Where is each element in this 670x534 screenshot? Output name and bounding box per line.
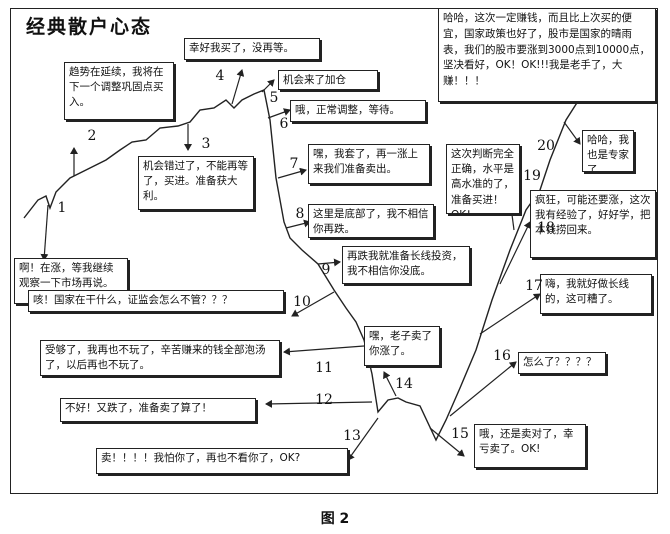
stage-number-11: 11: [315, 360, 333, 376]
thought-box-10: 咳！国家在干什么，证监会怎么不管？？？: [28, 290, 284, 312]
thought-box-2: 趋势在延续，我将在下一个调整巩固点买入。: [64, 62, 174, 120]
stage-number-4: 4: [215, 68, 225, 84]
arrow-9: [317, 258, 341, 267]
stage-number-9: 9: [321, 262, 331, 278]
stage-number-7: 7: [289, 156, 299, 172]
thought-box-12: 不好！又跌了，准备卖了算了！: [60, 398, 256, 422]
arrow-11: [283, 345, 365, 356]
thought-box-3: 机会错过了，不能再等了，买进。准备获大利。: [138, 156, 254, 210]
arrow-6: [267, 108, 291, 119]
thought-box-13: 卖！！！！我怕你了，再也不看你了，OK?: [96, 448, 348, 474]
arrow-7: [277, 167, 307, 179]
stage-number-6: 6: [279, 116, 289, 132]
stage-number-10: 10: [293, 294, 311, 310]
arrow-5: [261, 79, 275, 93]
thought-box-18: 疯狂，可能还要涨，这次我有经验了，好好学，把本钱捞回来。: [530, 190, 656, 258]
stage-number-5: 5: [269, 90, 279, 106]
arrow-17: [479, 293, 541, 335]
stage-number-14: 14: [395, 376, 413, 392]
thought-box-4: 幸好我买了，没再等。: [184, 38, 320, 60]
thought-box-15: 哦，还是卖对了，幸亏卖了。OK!: [474, 424, 586, 468]
stage-number-20: 20: [537, 138, 555, 154]
stage-number-16: 16: [493, 348, 511, 364]
arrow-10: [291, 291, 335, 317]
stage-number-8: 8: [295, 206, 305, 222]
stage-number-19: 19: [523, 168, 541, 184]
thought-box-17: 嗨，我就好做长线的，这可糟了。: [540, 274, 652, 314]
arrow-13: [347, 417, 379, 461]
figure-caption: 图 2: [320, 511, 350, 527]
arrow-18: [499, 221, 531, 285]
thought-box-11: 受够了，我再也不玩了，辛苦赚来的钱全部泡汤了，以后再也不玩了。: [40, 340, 280, 376]
arrow-1: [40, 204, 49, 261]
stage-number-12: 12: [315, 392, 333, 408]
stage-number-2: 2: [87, 128, 97, 144]
stage-number-15: 15: [451, 426, 469, 442]
diagram-title: 经典散户心态: [26, 16, 153, 38]
arrow-20: [563, 121, 581, 145]
thought-box-6: 哦，正常调整，等待。: [290, 100, 426, 122]
arrow-12: [265, 399, 373, 408]
thought-box-19: 这次判断完全正确，水平是高水准的了，准备买进！OK！: [446, 144, 520, 214]
thought-box-7: 嘿，我套了，再一涨上来我们准备卖出。: [308, 144, 430, 184]
arrow-16: [449, 361, 517, 417]
thought-box-8: 这里是底部了，我不相信你再跌。: [308, 204, 434, 238]
diagram-frame: [10, 8, 658, 494]
arrow-14: [383, 371, 397, 397]
arrow-8: [285, 219, 311, 229]
thought-box-9: 再跌我就准备长线投资，我不相信你没底。: [342, 246, 470, 284]
arrow-15: [429, 427, 465, 457]
thought-box-5: 机会来了加仓: [278, 70, 378, 90]
stage-number-1: 1: [57, 200, 67, 216]
thought-box-14: 嘿，老子卖了你涨了。: [364, 326, 440, 366]
stage-number-13: 13: [343, 428, 361, 444]
arrow-4: [231, 69, 245, 105]
thought-box-top: 哈哈，这次一定赚钱，而且比上次买的便宜，国家政策也好了，股市是国家的晴雨表，我们…: [438, 8, 656, 102]
stage-number-3: 3: [201, 136, 211, 152]
stage-number-17: 17: [525, 278, 543, 294]
thought-box-20: 哈哈，我也是专家了。: [582, 130, 634, 172]
stage-number-18: 18: [537, 220, 555, 236]
thought-box-16: 怎么了？？？？: [518, 352, 606, 374]
price-curve: [23, 89, 581, 442]
